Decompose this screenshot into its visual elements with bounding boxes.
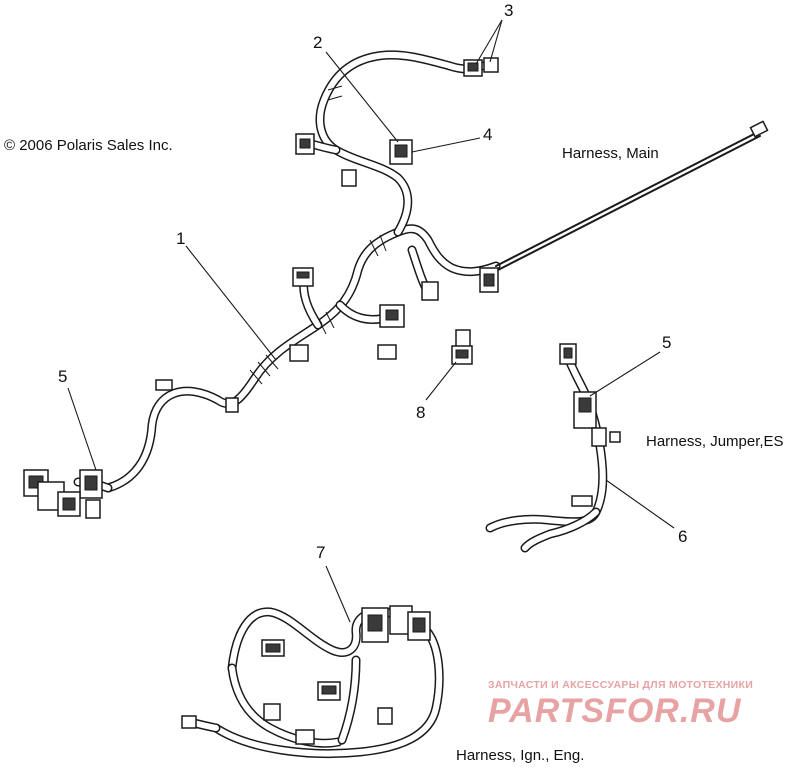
callout-3: 3 (504, 1, 513, 20)
copyright-text: © 2006 Polaris Sales Inc. (4, 137, 173, 154)
callout-4: 4 (483, 125, 492, 144)
callout-5-left: 5 (58, 367, 67, 386)
watermark-brand: PARTSFOR.RU (488, 692, 742, 730)
callout-8: 8 (416, 403, 425, 422)
callout-6: 6 (678, 527, 687, 546)
part-8-connector (451, 329, 473, 365)
label-harness-jumper: Harness, Jumper,ES (646, 433, 784, 450)
callout-1: 1 (176, 229, 185, 248)
jumper-harness (485, 343, 621, 553)
leader-lines (67, 19, 675, 623)
main-harness (23, 50, 769, 519)
watermark: ЗАПЧАСТИ И АКСЕССУАРЫ ДЛЯ МОТОТЕХНИКИ PA… (488, 679, 753, 730)
label-harness-ign: Harness, Ign., Eng. (456, 747, 584, 764)
callout-7: 7 (316, 543, 325, 562)
tape-wraps (249, 85, 387, 385)
left-connector-cluster (23, 469, 113, 519)
callout-5-right: 5 (662, 333, 671, 352)
ignition-harness (181, 605, 444, 759)
callout-numbers: 1 2 3 4 5 5 6 7 8 (58, 1, 687, 562)
callout-2: 2 (313, 33, 322, 52)
main-harness-connectors (155, 57, 499, 413)
label-harness-main: Harness, Main (562, 145, 659, 162)
watermark-tagline: ЗАПЧАСТИ И АКСЕССУАРЫ ДЛЯ МОТОТЕХНИКИ (488, 679, 753, 691)
